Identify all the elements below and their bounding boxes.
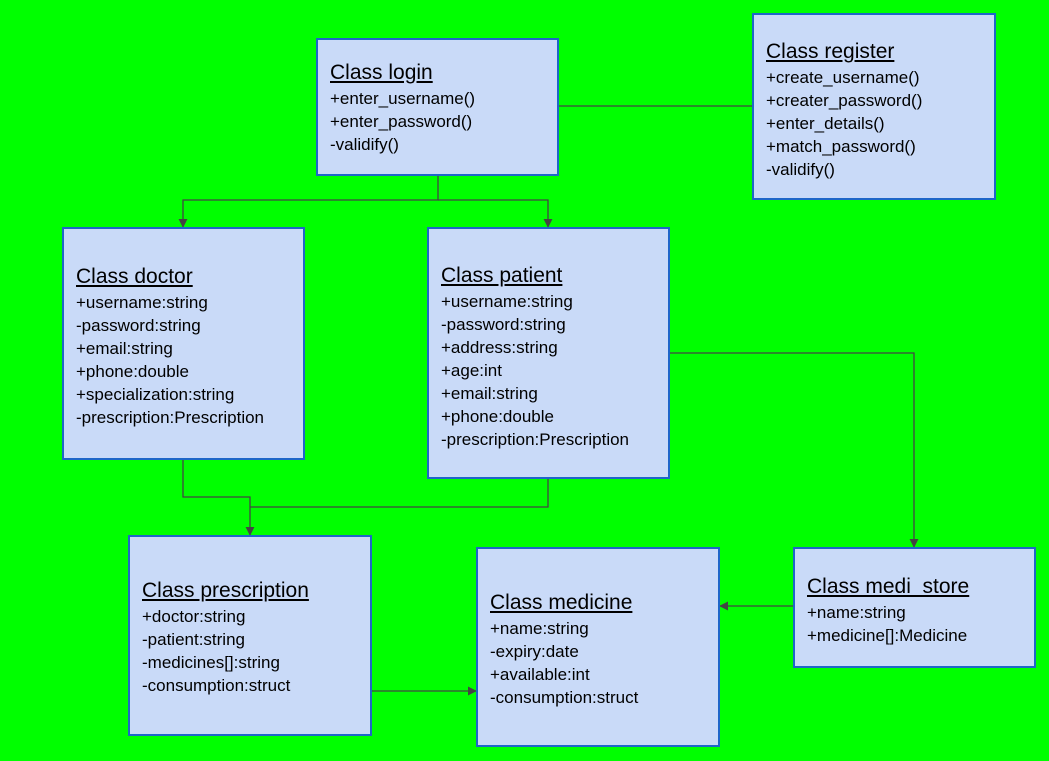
member: -validify() bbox=[766, 160, 835, 179]
member: +phone:double bbox=[76, 362, 189, 381]
member-list: +create_username() +creater_password() +… bbox=[766, 66, 982, 181]
member: +enter_password() bbox=[330, 112, 473, 131]
doctor-prescription-arrow bbox=[182, 460, 255, 536]
member: -expiry:date bbox=[490, 642, 579, 661]
member: -consumption:struct bbox=[142, 676, 291, 695]
member: +match_password() bbox=[766, 137, 916, 156]
class-box-register: Class register +create_username() +creat… bbox=[752, 13, 996, 200]
member-list: +name:string -expiry:date +available:int… bbox=[490, 617, 706, 709]
member: -prescription:Prescription bbox=[76, 408, 265, 427]
member: +create_username() bbox=[766, 68, 920, 87]
class-box-doctor: Class doctor +username:string -password:… bbox=[62, 227, 305, 460]
member-list: +username:string -password:string +email… bbox=[76, 291, 291, 429]
member: +name:string bbox=[807, 603, 906, 622]
class-title: Class patient bbox=[441, 264, 563, 287]
member-list: +name:string +medicine[]:Medicine bbox=[807, 601, 1022, 647]
class-title: Class medicine bbox=[490, 591, 633, 614]
member: +username:string bbox=[76, 293, 208, 312]
member: +address:string bbox=[441, 338, 558, 357]
login-doctor-arrow bbox=[178, 176, 439, 228]
class-box-patient: Class patient +username:string -password… bbox=[427, 227, 670, 479]
member: -password:string bbox=[441, 315, 566, 334]
member: +enter_username() bbox=[330, 89, 476, 108]
member-list: +username:string -password:string +addre… bbox=[441, 290, 656, 451]
member: -consumption:struct bbox=[490, 688, 639, 707]
member: +age:int bbox=[441, 361, 502, 380]
member: +medicine[]:Medicine bbox=[807, 626, 968, 645]
member: -patient:string bbox=[142, 630, 245, 649]
member: +name:string bbox=[490, 619, 589, 638]
class-title: Class register bbox=[766, 40, 895, 63]
member: -medicines[]:string bbox=[142, 653, 280, 672]
class-title: Class prescription bbox=[142, 579, 309, 602]
member: -password:string bbox=[76, 316, 201, 335]
member: +phone:double bbox=[441, 407, 554, 426]
member-list: +enter_username() +enter_password() -val… bbox=[330, 87, 545, 156]
member-list: +doctor:string -patient:string -medicine… bbox=[142, 605, 358, 697]
patient-prescription-link bbox=[250, 479, 549, 508]
member: +specialization:string bbox=[76, 385, 235, 404]
member: +creater_password() bbox=[766, 91, 923, 110]
class-box-medicine: Class medicine +name:string -expiry:date… bbox=[476, 547, 720, 747]
member: +available:int bbox=[490, 665, 590, 684]
class-box-medi-store: Class medi_store +name:string +medicine[… bbox=[793, 547, 1036, 668]
class-title: Class medi_store bbox=[807, 575, 970, 598]
class-box-prescription: Class prescription +doctor:string -patie… bbox=[128, 535, 372, 736]
member: -validify() bbox=[330, 135, 399, 154]
member: -prescription:Prescription bbox=[441, 430, 630, 449]
member: +enter_details() bbox=[766, 114, 885, 133]
member: +username:string bbox=[441, 292, 573, 311]
patient-medistore-arrow bbox=[670, 352, 919, 548]
class-title: Class doctor bbox=[76, 265, 193, 288]
login-patient-arrow bbox=[438, 199, 553, 228]
member: +email:string bbox=[441, 384, 538, 403]
member: +email:string bbox=[76, 339, 173, 358]
class-box-login: Class login +enter_username() +enter_pas… bbox=[316, 38, 559, 176]
member: +doctor:string bbox=[142, 607, 246, 626]
class-title: Class login bbox=[330, 61, 433, 84]
